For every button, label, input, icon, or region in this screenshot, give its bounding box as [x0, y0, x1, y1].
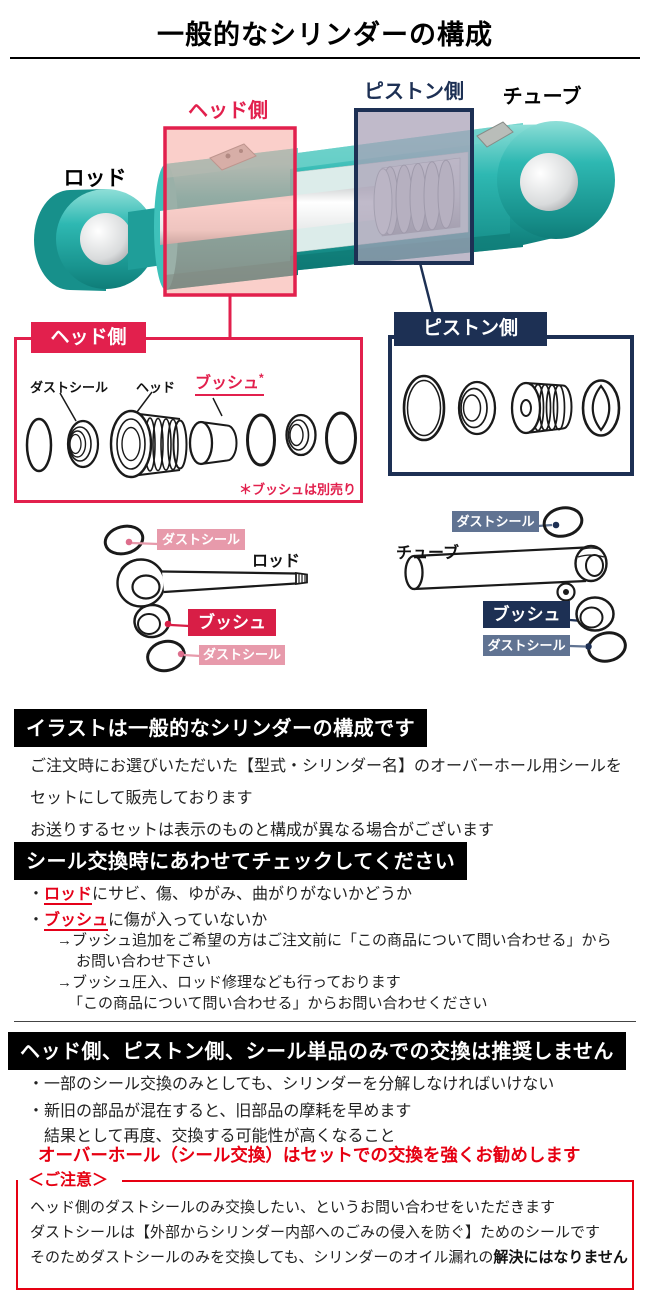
dust-seal-part-label: ダストシール: [30, 380, 109, 395]
check-bullet-bush: ・ブッシュに傷が入っていないか: [28, 906, 268, 931]
recommend-bullet-2-cont: 結果として再度、交換する可能性が高くなること: [44, 1128, 396, 1145]
main-cylinder-illustration: ロッド ヘッド側 ピストン側 チューブ: [34, 80, 615, 338]
parts-line-art: [25, 374, 621, 479]
head-side-overlay: [165, 128, 295, 295]
check-sub2-line2: 「この商品について問い合わせる」からお問い合わせください: [68, 995, 488, 1012]
head-parts-drawing: [25, 391, 357, 479]
bush-link-text: ブッシュ: [44, 912, 109, 931]
section-divider: [14, 1021, 636, 1022]
recommend-bullet-2: ・新旧の部品が混在すると、旧部品の摩耗を早めます: [28, 1103, 412, 1120]
head-parts-box: [14, 337, 363, 503]
tube-word: チューブ: [396, 545, 460, 562]
check-bullet-rod: ・ロッドにサビ、傷、ゆがみ、曲がりがないかどうか: [28, 880, 413, 905]
piston-side-overlay: [356, 110, 472, 263]
notice-line-3: そのためダストシールのみを交換しても、シリンダーのオイル漏れの解決にはなりません: [30, 1246, 628, 1267]
piston-parts-drawing: [402, 374, 621, 442]
rod-dust-seal-top-tag: ダストシール: [157, 529, 245, 550]
illustration-line-3: お送りするセットは表示のものと構成が異なる場合がございます: [30, 822, 495, 839]
check-bullet-rod-rest: にサビ、傷、ゆがみ、曲がりがないかどうか: [92, 886, 413, 903]
illustration-line-2: セットにして販売しております: [30, 790, 253, 807]
check-section-heading: シール交換時にあわせてチェックしてください: [14, 842, 468, 880]
check-sub2-line1: →ブッシュ圧入、ロッド修理なども行っております: [57, 974, 401, 991]
assembly-line-art: [103, 506, 627, 673]
piston-side-callout: ピストン側: [364, 80, 464, 103]
bush-part-label: ブッシュ*: [195, 369, 264, 396]
head-side-callout: ヘッド側: [188, 99, 268, 122]
rod-dust-seal-bottom-tag: ダストシール: [199, 645, 285, 665]
tube-dust-seal-bottom-tag: ダストシール: [483, 635, 570, 656]
bush-sold-separately-note: ＊ブッシュは別売り: [238, 482, 356, 497]
check-bullet-bush-rest: に傷が入っていないか: [108, 912, 268, 929]
tube-bush-tag: ブッシュ: [483, 601, 570, 628]
tube-dust-seal-top-tag: ダストシール: [452, 511, 539, 532]
rod-word: ロッド: [252, 553, 301, 570]
bush-part-label-text: ブッシュ: [195, 375, 260, 392]
notice-line-1: ヘッド側のダストシールのみ交換したい、というお問い合わせをいただきます: [30, 1199, 556, 1216]
head-parts-box-title: ヘッド側: [31, 322, 146, 353]
head-part-label: ヘッド: [136, 380, 176, 395]
overhaul-recommendation: オーバーホール（シール交換）はセットでの交換を強くお勧めします: [38, 1145, 581, 1165]
notice-line-2: ダストシールは【外部からシリンダー内部へのごみの侵入を防ぐ】ためのシールです: [30, 1224, 601, 1241]
rod-link-text: ロッド: [44, 886, 93, 905]
notice-line-3-bold: 解決にはなりません: [493, 1249, 628, 1266]
tube-assembly-drawing: [404, 506, 627, 663]
tube-callout: チューブ: [503, 84, 582, 108]
title-underline: [10, 57, 640, 59]
illustration-section-heading: イラストは一般的なシリンダーの構成です: [14, 709, 428, 747]
piston-parts-box-title: ピストン側: [394, 312, 547, 346]
bush-asterisk: *: [259, 371, 264, 385]
rod-bush-tag: ブッシュ: [188, 609, 276, 636]
rod-assembly-drawing: [103, 524, 308, 673]
check-sub1-line2: お問い合わせ下さい: [76, 953, 212, 970]
piston-box-connector: [418, 262, 435, 315]
recommend-section-heading: ヘッド側、ピストン側、シール単品のみでの交換は推奨しません: [8, 1032, 626, 1070]
check-sub1-line1: →ブッシュ追加をご希望の方はご注文前に「この商品について問い合わせる」から: [57, 932, 612, 949]
notice-line-3-normal: そのためダストシールのみを交換しても、シリンダーのオイル漏れの: [30, 1249, 494, 1266]
recommend-bullet-1: ・一部のシール交換のみとしても、シリンダーを分解しなければいけない: [28, 1076, 555, 1093]
cylinder-drawing: [34, 108, 615, 338]
notice-box: [16, 1180, 634, 1290]
tube-port: [476, 121, 514, 148]
rod-callout: ロッド: [64, 167, 127, 190]
notice-label: ＜ご注意＞: [28, 1172, 109, 1189]
illustration-line-1: ご注文時にお選びいただいた【型式・シリンダー名】のオーバーホール用シールを: [30, 758, 622, 775]
bullet-mark: ・: [28, 912, 45, 929]
notice-box-topline: [122, 1180, 634, 1182]
page-title: 一般的なシリンダーの構成: [157, 20, 493, 50]
bullet-mark: ・: [28, 886, 45, 903]
